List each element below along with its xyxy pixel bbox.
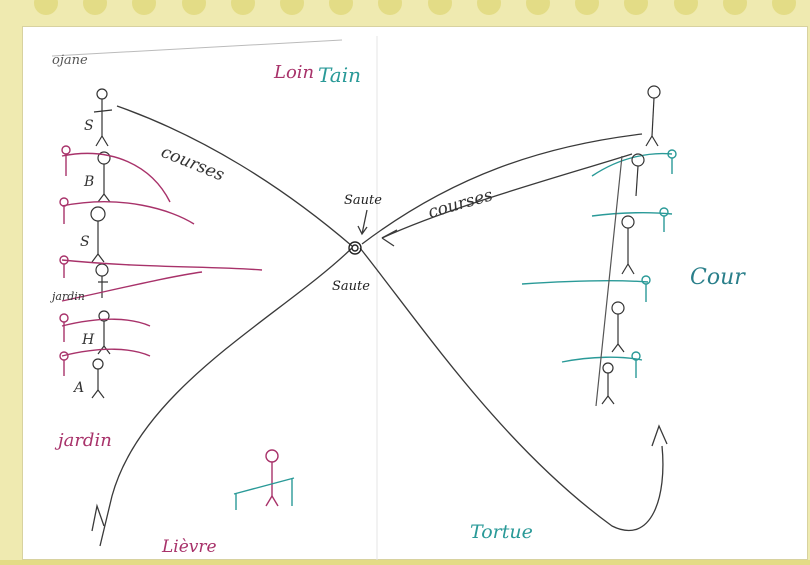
label-lievre: Lièvre (161, 537, 217, 557)
label-top-left: ojane (52, 53, 88, 68)
figure-letter: S (80, 234, 90, 250)
path-courses-arrow (381, 153, 633, 239)
decorative-dot (378, 0, 403, 15)
path-bottom-right (359, 247, 664, 532)
figure-letter: A (72, 380, 84, 396)
decorative-dot (181, 0, 206, 15)
figure-letter: B (83, 174, 94, 190)
label-saute-bottom: Saute (332, 279, 370, 294)
label-cour: Cour (690, 265, 746, 290)
decorative-dot (329, 0, 354, 15)
label-jardin-bottom: jardin (54, 430, 112, 451)
teal-strokes (233, 149, 677, 510)
decorative-dot (427, 0, 452, 15)
decorative-dot (34, 0, 58, 15)
decorative-dot (132, 0, 157, 15)
label-courses-left: courses (158, 142, 227, 185)
decorative-dot (476, 0, 501, 15)
child-drawing: ojane Loin Tain courses courses Saute Sa… (49, 36, 746, 560)
label-loin-part1: Loin (273, 62, 314, 83)
frame-bottom-bar (0, 560, 810, 565)
arrow-head-up-right (651, 424, 668, 447)
label-jardin-side: jardin (49, 290, 85, 303)
decorative-dot (575, 0, 600, 15)
path-bottom-left (99, 247, 353, 547)
race-paths (91, 105, 668, 547)
decorative-dot (526, 0, 550, 15)
label-loin-part2: Tain (318, 63, 361, 87)
magenta-strokes (59, 145, 279, 507)
center-spiral (348, 241, 362, 255)
decorative-dot (83, 0, 108, 15)
path-top-left (116, 105, 353, 247)
saute-arrow (357, 209, 368, 236)
figure-letter: H (81, 332, 95, 348)
label-courses-right: courses (426, 185, 496, 223)
decorative-dot (624, 0, 649, 15)
page-top-edge (51, 39, 343, 57)
decorative-dot-border (0, 0, 810, 26)
drawing-paper: ojane Loin Tain courses courses Saute Sa… (22, 26, 808, 560)
figure-letter: S (84, 118, 94, 134)
decorative-dot (280, 0, 304, 15)
decorative-dot (772, 0, 796, 15)
label-saute-top: Saute (344, 193, 382, 208)
hare-bench (233, 477, 295, 510)
arrow-head-up-left (91, 503, 105, 532)
decorative-dot (230, 0, 255, 15)
arrow-head-left (381, 229, 398, 247)
decorative-dot (722, 0, 747, 15)
decorative-dot (673, 0, 698, 15)
label-tortue: Tortue (470, 521, 533, 543)
left-figures (90, 88, 113, 399)
path-top-right (361, 133, 643, 245)
right-figures (595, 85, 661, 407)
